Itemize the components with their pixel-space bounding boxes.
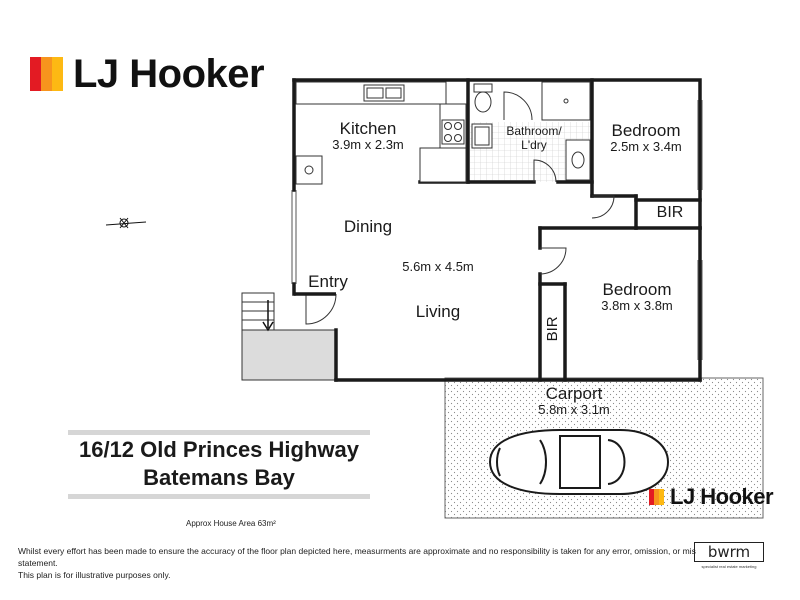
lj-hooker-logo-small: LJ Hooker	[649, 484, 774, 510]
kitchen-sink	[363, 84, 405, 102]
carport-label: Carport 5.8m x 3.1m	[524, 385, 624, 416]
fridge-knob	[304, 165, 314, 175]
lj-hooker-logo: LJ Hooker	[30, 52, 265, 96]
entry-label: Entry	[308, 272, 348, 291]
kitchen-name: Kitchen	[339, 119, 397, 138]
compass-icon	[105, 217, 147, 229]
car-icon	[488, 429, 670, 495]
bwrm-logo-text: bwrm	[694, 542, 764, 562]
kitchen-dims: 3.9m x 2.3m	[332, 136, 404, 152]
disclaimer: Whilst every effort has been made to ens…	[18, 545, 718, 581]
entry-steps	[241, 292, 275, 331]
bedroom1-label: Bedroom 2.5m x 3.4m	[596, 122, 696, 153]
lj-hooker-logo-mark-icon	[30, 57, 63, 91]
address-bottom-bar	[68, 494, 370, 499]
disclaimer-line1: Whilst every effort has been made to ens…	[18, 546, 696, 568]
bir1-label: BIR	[656, 204, 684, 221]
basin	[565, 139, 591, 181]
windows	[291, 100, 703, 360]
bedroom1-dims: 2.5m x 3.4m	[610, 138, 682, 154]
address-top-bar	[68, 430, 370, 435]
living-label: Living	[415, 302, 461, 321]
lj-hooker-logo-text: LJ Hooker	[73, 52, 265, 96]
bathroom-label: Bathroom/ L'dry	[506, 124, 562, 153]
bedroom1-name: Bedroom	[611, 121, 681, 140]
address-line1: 16/12 Old Princes Highway	[78, 437, 359, 462]
lj-hooker-logo-small-mark-icon	[649, 489, 664, 505]
kitchen-label: Kitchen 3.9m x 2.3m	[318, 120, 418, 151]
entry-deck	[241, 329, 337, 381]
dining-label: Dining	[343, 217, 393, 236]
lj-hooker-logo-small-text: LJ Hooker	[670, 484, 774, 509]
kitchen-benches	[295, 81, 467, 185]
toilet	[473, 83, 493, 113]
shower	[541, 81, 591, 121]
doors	[305, 91, 615, 325]
bwrm-logo: bwrm specialist real estate marketing	[694, 542, 764, 574]
cooktop	[441, 119, 465, 145]
area-note: Approx House Area 63m²	[186, 519, 276, 528]
bwrm-tagline: specialist real estate marketing	[701, 564, 757, 569]
bedroom2-name: Bedroom	[602, 280, 672, 299]
bedroom2-dims: 3.8m x 3.8m	[601, 297, 673, 313]
carport-name: Carport	[545, 384, 603, 403]
bir2-label: BIR	[544, 316, 562, 342]
carport-dims: 5.8m x 3.1m	[538, 401, 610, 417]
laundry-tub	[471, 123, 493, 149]
address-line2: Batemans Bay	[143, 465, 295, 490]
bedroom2-label: Bedroom 3.8m x 3.8m	[582, 281, 692, 312]
living-dims: 5.6m x 4.5m	[402, 259, 474, 274]
disclaimer-line2: This plan is for illustrative purposes o…	[18, 570, 171, 580]
